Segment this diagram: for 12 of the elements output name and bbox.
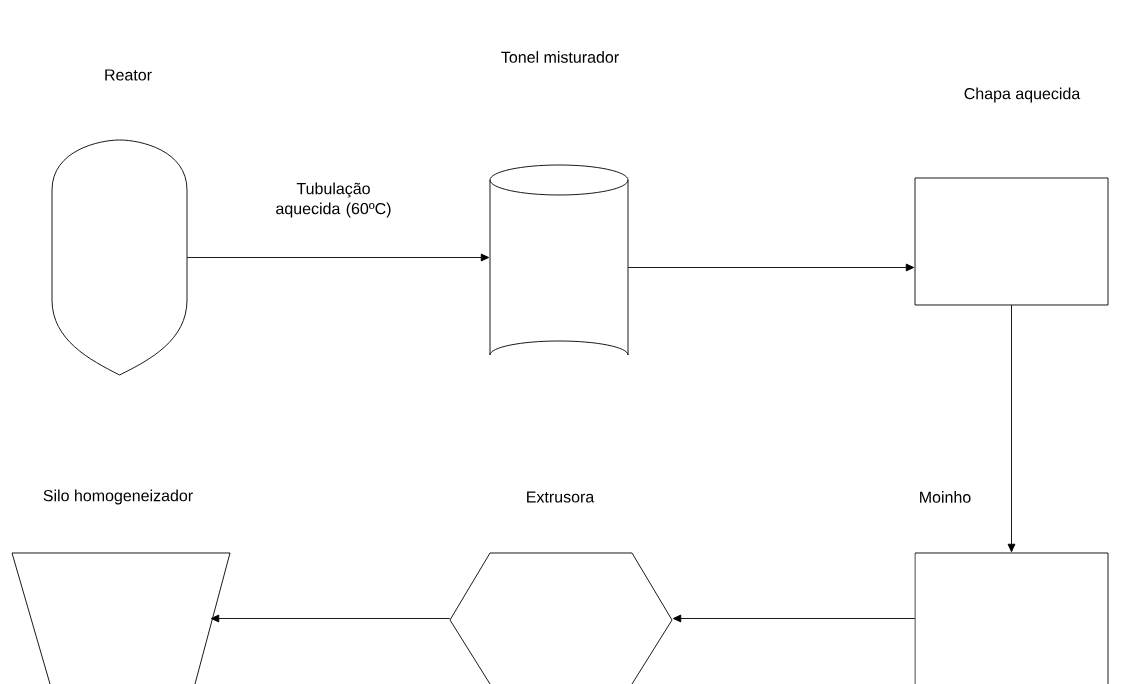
edge-label: Tubulação aquecida (60ºC) <box>276 182 391 218</box>
equipment-label: Extrusora <box>527 491 595 503</box>
arrow <box>627 263 915 272</box>
equipment-label: Reator <box>105 69 152 81</box>
arrow <box>672 614 916 623</box>
equipment-label: Chapa aquecida <box>964 87 1081 103</box>
arrow <box>210 614 451 623</box>
equipment-label: Moinho <box>920 491 971 503</box>
equipment-label: Silo homogeneizador <box>43 489 193 505</box>
arrow <box>1007 304 1016 553</box>
equipment-label: Tonel misturador <box>501 51 619 63</box>
arrow <box>186 253 490 262</box>
